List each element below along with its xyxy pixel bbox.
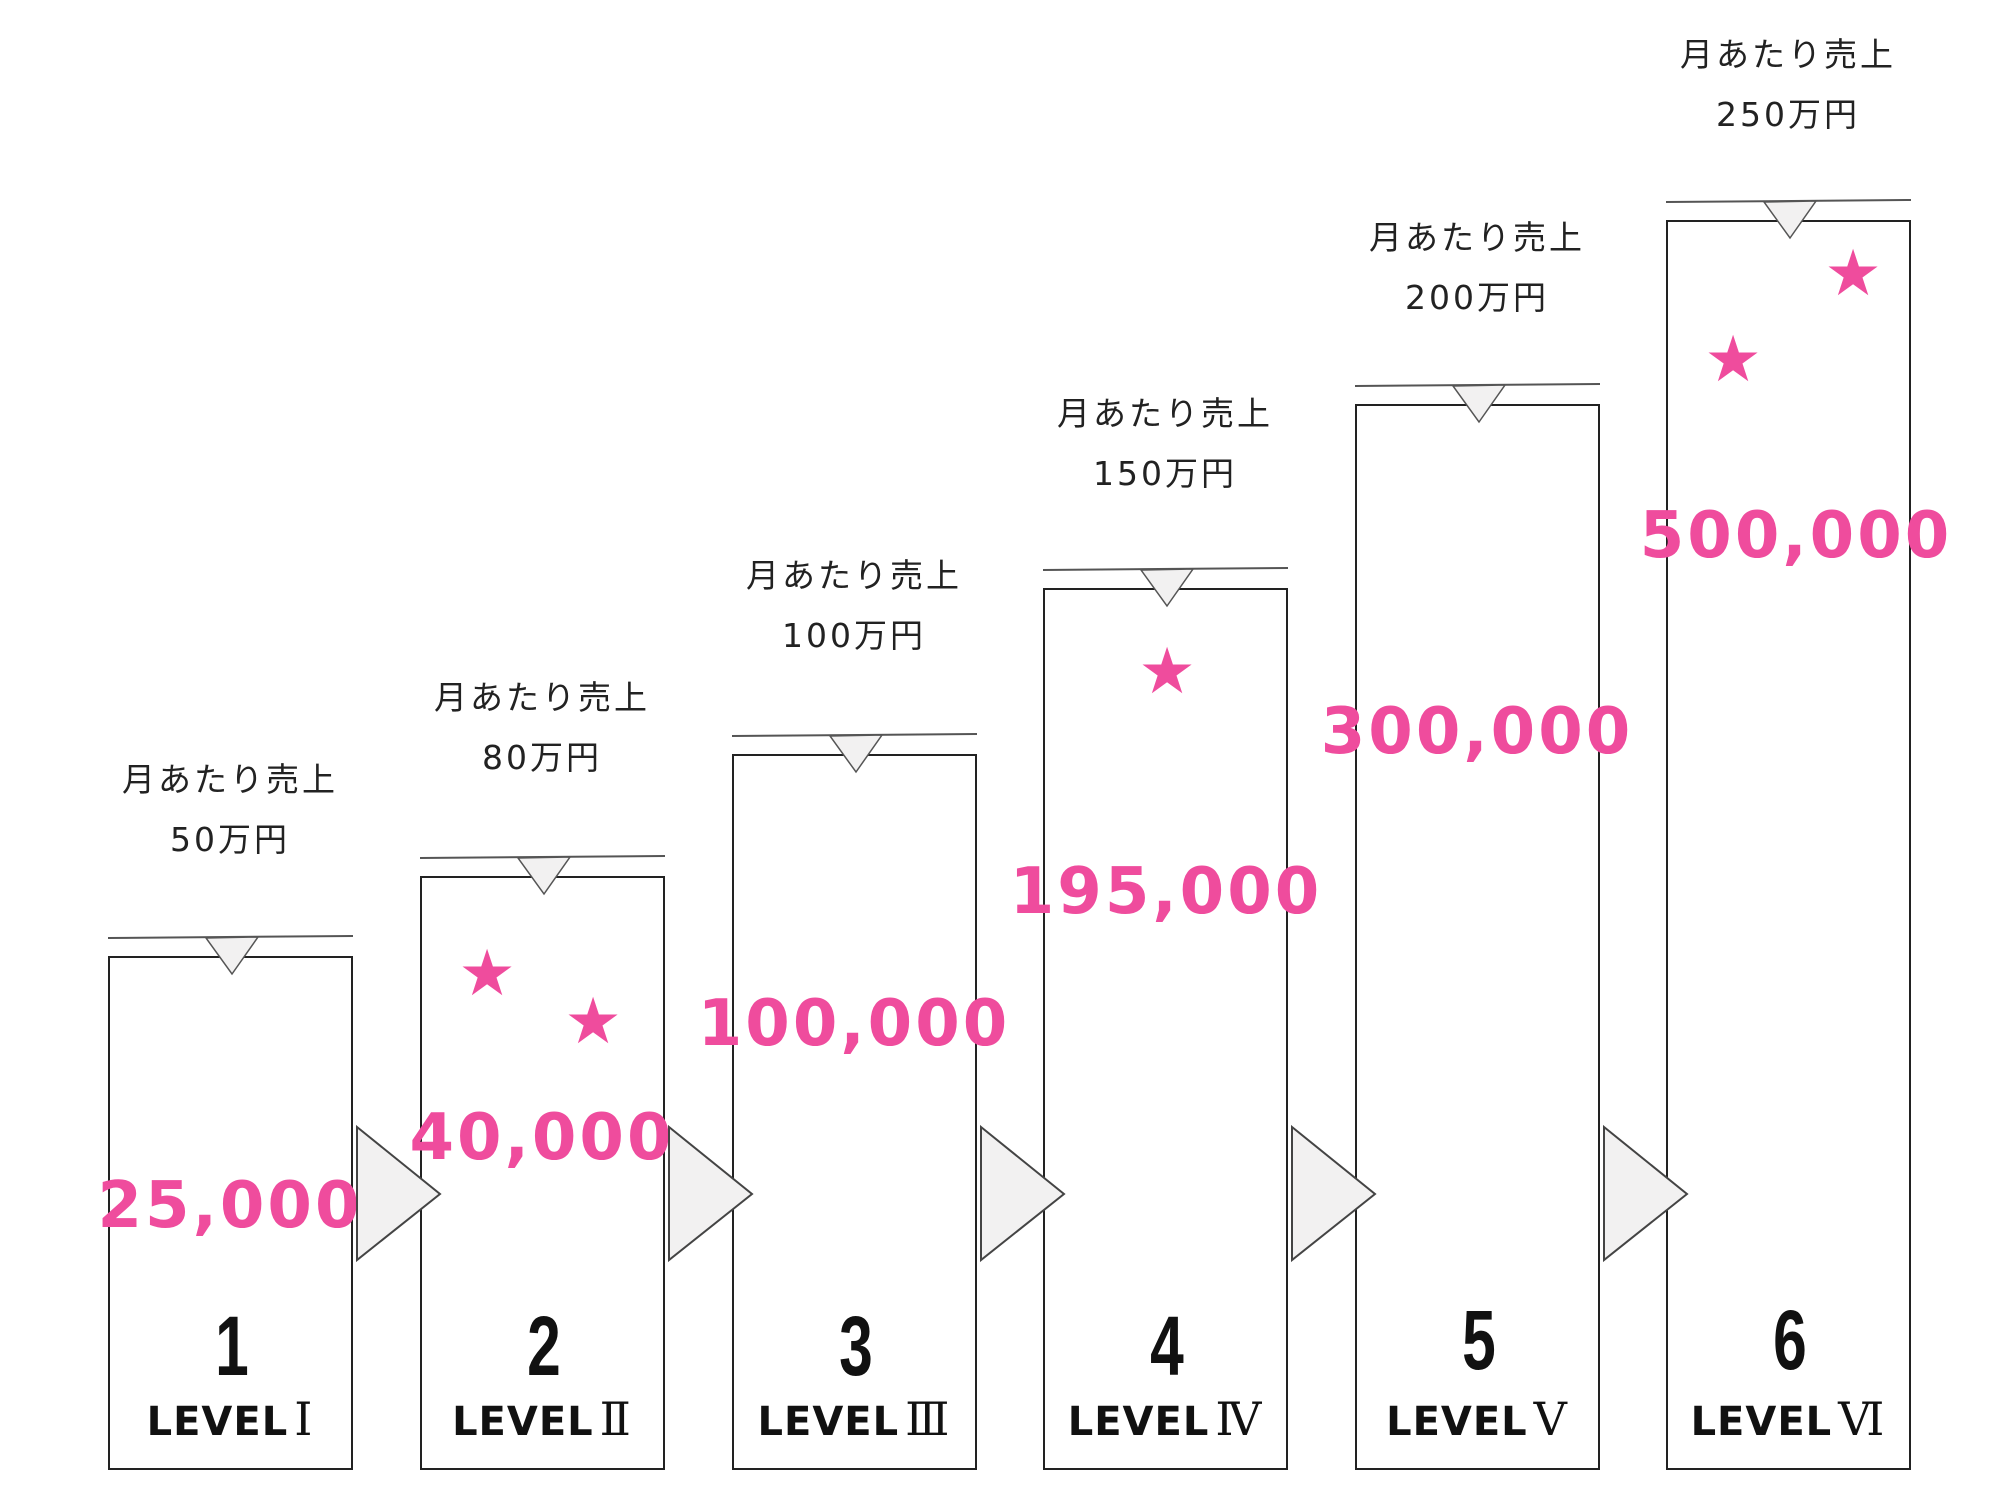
level-2-star-icon-2: ★: [564, 985, 622, 1059]
level-2-top-notch: [419, 855, 666, 896]
level-5-sales-amount: 200万円: [1405, 278, 1549, 317]
level-4-roman-numeral: Ⅳ: [1215, 1392, 1263, 1446]
level-5-number: 5: [1462, 1293, 1496, 1387]
step-arrow-icon-2: [668, 1124, 754, 1263]
level-2-number: 2: [527, 1299, 561, 1393]
level-6-star-icon-2: ★: [1704, 323, 1762, 397]
level-1-level-word: LEVEL: [146, 1399, 289, 1445]
level-1-sales-label: 月あたり売上 50万円: [80, 750, 380, 870]
level-5-top-notch: [1354, 383, 1601, 424]
level-2-level-word: LEVEL: [452, 1399, 594, 1445]
step-arrow-icon-5: [1603, 1124, 1689, 1263]
level-5-roman-numeral: Ⅴ: [1533, 1392, 1568, 1446]
level-6-level-word: LEVEL: [1690, 1399, 1833, 1445]
level-3-sales-label: 月あたり売上 100万円: [704, 546, 1004, 666]
level-1-roman-numeral: Ⅰ: [294, 1392, 314, 1446]
step-arrow-icon-4: [1291, 1124, 1377, 1263]
level-1-sales-caption: 月あたり売上: [122, 760, 338, 799]
level-3-price: 100,000: [697, 987, 1011, 1061]
level-1-price: 25,000: [97, 1169, 363, 1243]
level-6-sales-amount: 250万円: [1716, 95, 1860, 134]
level-3-number: 3: [839, 1299, 873, 1393]
level-2-star-icon-1: ★: [458, 937, 516, 1011]
level-2-price: 40,000: [409, 1101, 675, 1175]
level-6-column: [1666, 220, 1911, 1470]
level-4-sales-caption: 月あたり売上: [1057, 394, 1273, 433]
level-2-sales-amount: 80万円: [482, 738, 602, 777]
level-6-top-notch: [1665, 199, 1912, 240]
level-2-sales-caption: 月あたり売上: [434, 678, 650, 717]
level-4-sales-label: 月あたり売上 150万円: [1015, 384, 1315, 504]
step-arrow-icon-3: [980, 1124, 1066, 1263]
level-5-column: [1355, 404, 1600, 1470]
level-3-sales-amount: 100万円: [782, 616, 926, 655]
level-4-level-word: LEVEL: [1067, 1399, 1210, 1445]
level-3-sales-caption: 月あたり売上: [746, 556, 962, 595]
level-2-roman-numeral: Ⅱ: [599, 1392, 632, 1446]
level-1-column: [108, 956, 353, 1470]
level-6-number: 6: [1773, 1293, 1807, 1387]
level-3-roman-numeral: Ⅲ: [905, 1392, 951, 1446]
level-3-column: [732, 754, 977, 1470]
level-5-sales-caption: 月あたり売上: [1369, 218, 1585, 257]
level-2-sales-label: 月あたり売上 80万円: [392, 668, 692, 788]
level-4-top-notch: [1042, 567, 1289, 608]
level-4-price: 195,000: [1009, 855, 1323, 929]
level-2-column: [420, 876, 665, 1470]
level-6-price: 500,000: [1639, 499, 1953, 573]
level-4-number: 4: [1150, 1299, 1184, 1393]
level-1-number: 1: [215, 1299, 249, 1393]
step-arrow-icon-1: [356, 1124, 442, 1263]
level-3-top-notch: [731, 733, 978, 774]
level-4-column: [1043, 588, 1288, 1470]
level-1-sales-amount: 50万円: [170, 820, 290, 859]
level-1-top-notch: [107, 935, 354, 976]
level-5-price: 300,000: [1320, 695, 1634, 769]
level-6-sales-label: 月あたり売上 250万円: [1638, 25, 1938, 145]
level-4-sales-amount: 150万円: [1093, 454, 1237, 493]
level-6-star-icon-1: ★: [1824, 237, 1882, 311]
level-6-roman-numeral: Ⅵ: [1838, 1392, 1886, 1446]
level-6-sales-caption: 月あたり売上: [1680, 35, 1896, 74]
level-5-sales-label: 月あたり売上 200万円: [1327, 208, 1627, 328]
level-5-level-word: LEVEL: [1386, 1399, 1528, 1445]
level-4-star-icon-1: ★: [1138, 635, 1196, 709]
level-3-level-word: LEVEL: [757, 1399, 900, 1445]
